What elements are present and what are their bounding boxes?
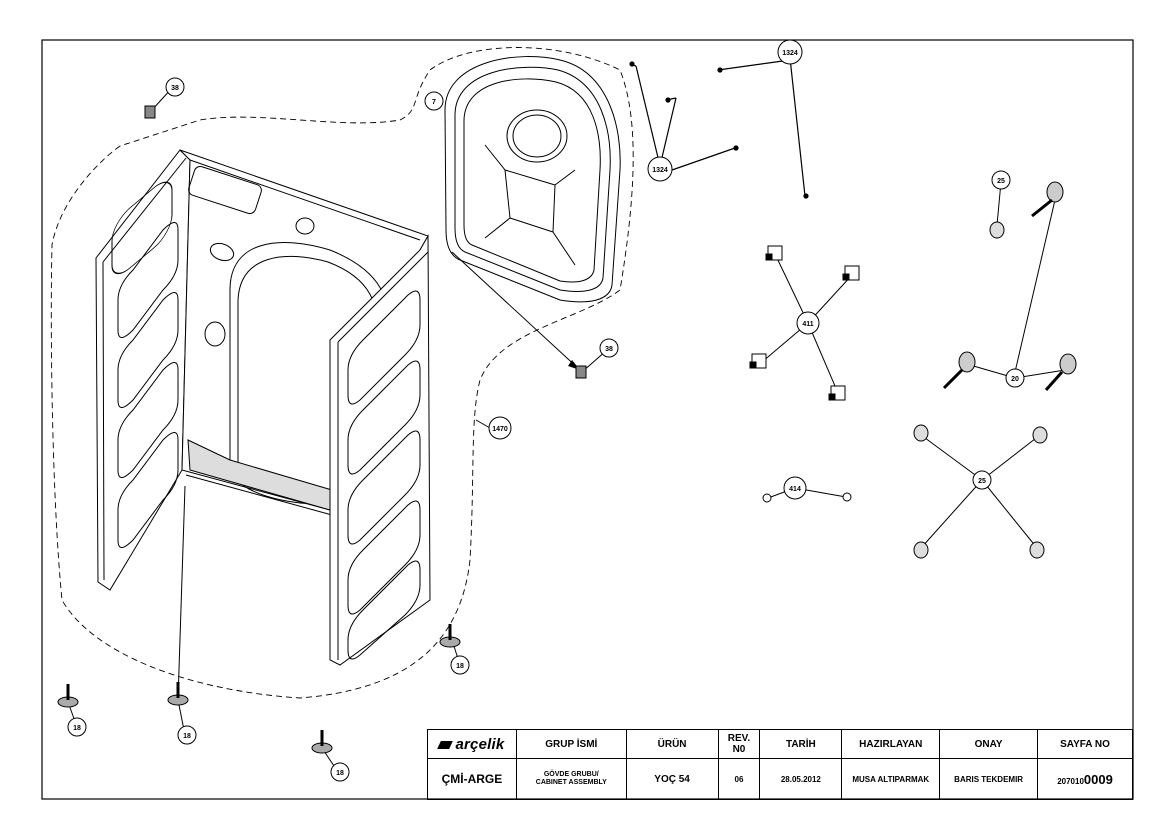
front-panel [444, 56, 621, 303]
callout-7: 7 [432, 99, 436, 106]
callout-20: 20 [1011, 376, 1019, 383]
approved-by: BARIS TEKDEMIR [939, 758, 1039, 800]
damper-feet-25 [913, 181, 1048, 559]
date: 28.05.2012 [759, 758, 843, 800]
callout-labels: 38 7 1324 1324 25 411 38 20 1470 25 414 … [73, 50, 1019, 777]
callout-18-c: 18 [183, 733, 191, 740]
callout-38-top: 38 [171, 85, 179, 92]
callout-25-top: 25 [997, 178, 1005, 185]
revision-header: REV.N0 [717, 729, 761, 759]
organization: ÇMİ-ARGE [427, 758, 517, 800]
parts-414 [762, 487, 852, 503]
callout-411: 411 [802, 321, 813, 328]
callout-1324-mid: 1324 [652, 167, 668, 174]
callout-414: 414 [789, 486, 801, 493]
callout-circles [67, 39, 1025, 782]
date-header: TARİH [759, 729, 843, 759]
adjustable-feet-18 [57, 485, 461, 773]
product: YOÇ 54 [625, 758, 719, 800]
leader-1470 [475, 419, 491, 429]
title-block-header-row: arçelik GRUP İSMİ ÜRÜN REV.N0 TARİH HAZI… [427, 729, 1133, 759]
cabinet-assembly [95, 149, 431, 666]
callout-18-a: 18 [456, 663, 464, 670]
page-no: 2070100009 [1037, 758, 1133, 800]
group-name: GÖVDE GRUBU/CABINET ASSEMBLY [515, 758, 627, 800]
leader-front-panel [451, 251, 581, 371]
title-block-value-row: ÇMİ-ARGE GÖVDE GRUBU/CABINET ASSEMBLY YO… [427, 758, 1133, 800]
arcelik-logo: arçelik [427, 729, 517, 759]
callout-1470: 1470 [492, 426, 508, 433]
approval-header: ONAY [939, 729, 1039, 759]
page-no-header: SAYFA NO [1037, 729, 1133, 759]
dampers-20 [942, 181, 1077, 391]
callout-18-d: 18 [336, 770, 344, 777]
cabinet-group-outline [50, 47, 634, 699]
clips-411 [749, 245, 860, 401]
title-block: arçelik GRUP İSMİ ÜRÜN REV.N0 TARİH HAZI… [427, 729, 1133, 800]
logo-mark-icon [437, 740, 454, 749]
screws-1324 [629, 57, 809, 199]
callout-38-mid: 38 [605, 346, 613, 353]
group-name-header: GRUP İSMİ [515, 729, 627, 759]
callout-1324-top: 1324 [782, 50, 798, 57]
revision: 06 [717, 758, 761, 800]
prepared-by: MUSA ALTIPARMAK [841, 758, 941, 800]
prepared-by-header: HAZIRLAYAN [841, 729, 941, 759]
callout-25-center: 25 [978, 478, 986, 485]
product-header: ÜRÜN [625, 729, 719, 759]
callout-18-b: 18 [73, 725, 81, 732]
